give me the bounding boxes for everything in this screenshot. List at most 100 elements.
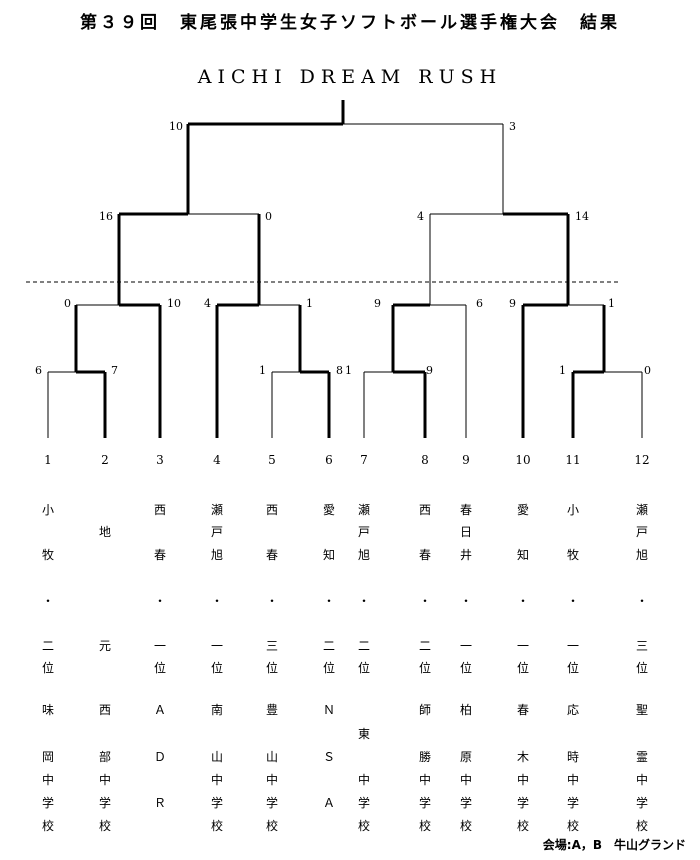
team-school-char: 学 — [566, 796, 579, 810]
score-qf3-right: 6 — [476, 297, 483, 310]
team-school-char: 山 — [210, 750, 223, 764]
team-city-char: 西 — [153, 503, 166, 517]
team-school-char: 東 — [357, 727, 370, 741]
team-seed: 2 — [101, 453, 109, 467]
team-city-char: 瀬 — [357, 503, 370, 517]
team-school-char: 中 — [210, 773, 223, 787]
team-seed: 5 — [268, 453, 276, 467]
team-rank-char: 位 — [516, 661, 529, 675]
score-r1-2-left: 1 — [259, 364, 266, 377]
team-city-char: 旭 — [210, 548, 223, 562]
team-school-char: 中 — [459, 773, 472, 787]
team-school-char: 時 — [566, 750, 579, 764]
team-city-char: 井 — [459, 548, 472, 562]
team-school-char: 原 — [459, 750, 472, 764]
separator-dot: ・ — [357, 594, 370, 608]
team-school-char: 師 — [418, 703, 431, 717]
score-qf1-right: 10 — [167, 297, 181, 310]
team-school-char: Ｓ — [322, 750, 335, 764]
team-school-char: 学 — [210, 796, 223, 810]
score-sf1-right: 0 — [265, 210, 272, 223]
team-school-char: Ｄ — [153, 750, 166, 764]
team-school-char: 霊 — [635, 750, 648, 764]
team-school-char: 中 — [41, 773, 54, 787]
separator-dot: ・ — [322, 594, 335, 608]
separator-dot: ・ — [153, 594, 166, 608]
team-city-char: 牧 — [566, 548, 579, 562]
team-school-char: 味 — [41, 703, 54, 717]
team-school-char: 中 — [635, 773, 648, 787]
score-r1-3-left: 1 — [345, 364, 352, 377]
separator-dot: ・ — [210, 594, 223, 608]
team-city-char: 牧 — [41, 548, 54, 562]
team-seed: 11 — [565, 453, 581, 467]
score-r1-1-left: 6 — [35, 364, 42, 377]
team-city-char: 愛 — [516, 503, 529, 517]
team-city-char: 春 — [418, 548, 431, 562]
score-r1-1-right: 7 — [111, 364, 118, 377]
separator-dot: ・ — [459, 594, 472, 608]
team-seed: 12 — [634, 453, 650, 467]
score-r1-3-right: 9 — [426, 364, 433, 377]
team-city-char: 小 — [566, 503, 579, 517]
team-rank-char: 三 — [635, 639, 648, 653]
team-school-char: 校 — [265, 819, 278, 833]
team-school-char: 学 — [459, 796, 472, 810]
score-r1-4-left: 1 — [559, 364, 566, 377]
team-seed: 1 — [44, 453, 52, 467]
team-school-char: 学 — [635, 796, 648, 810]
score-final-left: 10 — [169, 120, 183, 133]
team-rank-char: 位 — [635, 661, 648, 675]
score-r1-4-right: 0 — [644, 364, 651, 377]
team-school-char: 校 — [566, 819, 579, 833]
separator-dot: ・ — [635, 594, 648, 608]
score-qf2-left: 4 — [204, 297, 211, 310]
team-rank-char: 二 — [418, 639, 431, 653]
team-city-char: 知 — [322, 548, 335, 562]
team-seed: 8 — [421, 453, 429, 467]
team-school-char: 学 — [41, 796, 54, 810]
separator-dot: ・ — [516, 594, 529, 608]
team-city-char: 旭 — [357, 548, 370, 562]
team-school-char: 春 — [516, 703, 529, 717]
team-city-char: 地 — [98, 525, 111, 539]
team-city-char: 小 — [41, 503, 54, 517]
team-seed: 4 — [213, 453, 221, 467]
team-school-char: 校 — [418, 819, 431, 833]
score-sf2-right: 14 — [575, 210, 589, 223]
team-city-char: 西 — [265, 503, 278, 517]
team-city-char: 瀬 — [210, 503, 223, 517]
team-rank-char: 位 — [322, 661, 335, 675]
team-rank-char: 位 — [418, 661, 431, 675]
team-seed: 7 — [360, 453, 368, 467]
team-seed: 10 — [515, 453, 531, 467]
team-school-char: 学 — [357, 796, 370, 810]
team-rank-char: 一 — [459, 639, 472, 653]
team-school-char: 南 — [210, 703, 223, 717]
separator-dot: ・ — [566, 594, 579, 608]
team-rank-char: 一 — [210, 639, 223, 653]
page-title: 第３９回 東尾張中学生女子ソフトボール選手権大会 結果 — [80, 13, 620, 33]
team-school-char: Ａ — [153, 703, 166, 717]
team-school-char: 校 — [516, 819, 529, 833]
team-city-char: 春 — [265, 548, 278, 562]
team-school-char: 勝 — [418, 750, 431, 764]
team-school-char: 山 — [265, 750, 278, 764]
team-school-char: 中 — [418, 773, 431, 787]
score-qf3-left: 9 — [374, 297, 381, 310]
team-school-char: 校 — [98, 819, 111, 833]
team-school-char: 部 — [98, 750, 111, 764]
team-city-char: 西 — [418, 503, 431, 517]
team-school-char: Ｎ — [322, 703, 335, 717]
team-school-char: 岡 — [41, 750, 54, 764]
tournament-subtitle: AICHI DREAM RUSH — [197, 66, 503, 88]
team-school-char: 木 — [516, 750, 529, 764]
score-sf2-left: 4 — [417, 210, 424, 223]
team-rank-char: 位 — [265, 661, 278, 675]
team-rank-char: 三 — [265, 639, 278, 653]
team-rank-char: 二 — [41, 639, 54, 653]
team-school-char: 校 — [210, 819, 223, 833]
score-sf1-left: 16 — [99, 210, 113, 223]
score-qf4-right: 1 — [608, 297, 615, 310]
score-qf1-left: 0 — [64, 297, 71, 310]
